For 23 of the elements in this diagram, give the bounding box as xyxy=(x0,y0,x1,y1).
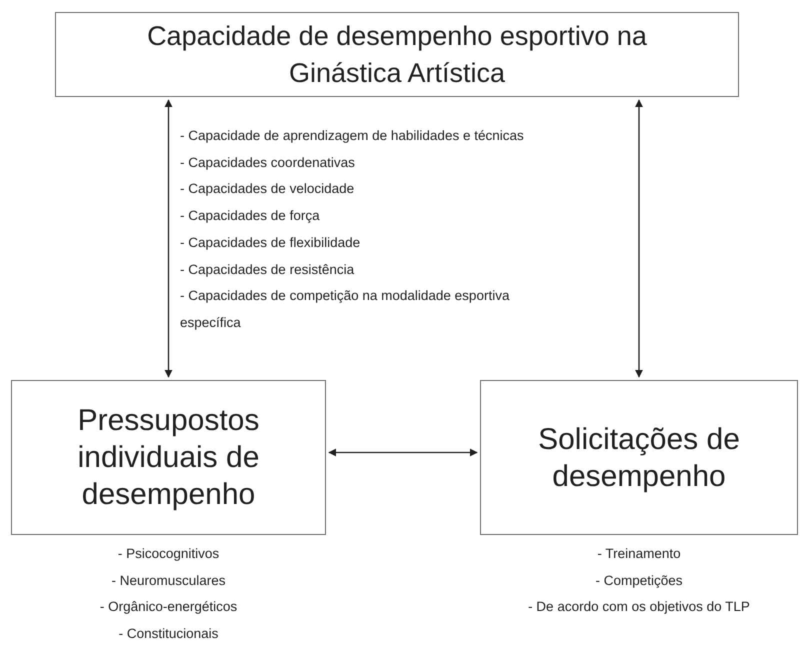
list-item: - Psicocognitivos xyxy=(118,545,220,563)
list-item: - Capacidades coordenativas xyxy=(180,154,355,172)
list-item: - Capacidades de força xyxy=(180,207,320,226)
concept-box xyxy=(480,380,798,535)
box-title: Capacidade de desempenho esportivo na Ginástica Artística xyxy=(146,20,648,90)
list-item: - Capacidades de resistência xyxy=(180,260,354,279)
list-item: - Capacidades de competição na modalidade esportiva específica xyxy=(180,287,510,332)
list-item: - Constitucionais xyxy=(118,624,218,642)
list-item: - De acordo com os objetivos do TLP xyxy=(528,598,750,616)
double-arrow xyxy=(164,99,172,378)
concept-box xyxy=(55,12,739,97)
list-item: - Competições xyxy=(595,572,683,590)
double-arrow xyxy=(328,448,478,456)
list-item: - Capacidades de velocidade xyxy=(180,180,354,198)
concept-box xyxy=(11,380,326,535)
list-item: - Capacidades de flexibilidade xyxy=(180,234,360,252)
box-title: Solicitações de desempenho xyxy=(537,422,741,494)
list-item: - Neuromusculares xyxy=(111,572,226,590)
list-item: - Treinamento xyxy=(597,545,681,563)
box-title: Pressupostos individuais de desempenho xyxy=(76,403,260,513)
list-item: - Orgânico-energéticos xyxy=(100,598,238,616)
list-item: - Capacidade de aprendizagem de habilidades e técnicas xyxy=(180,127,524,145)
double-arrow xyxy=(635,99,643,378)
